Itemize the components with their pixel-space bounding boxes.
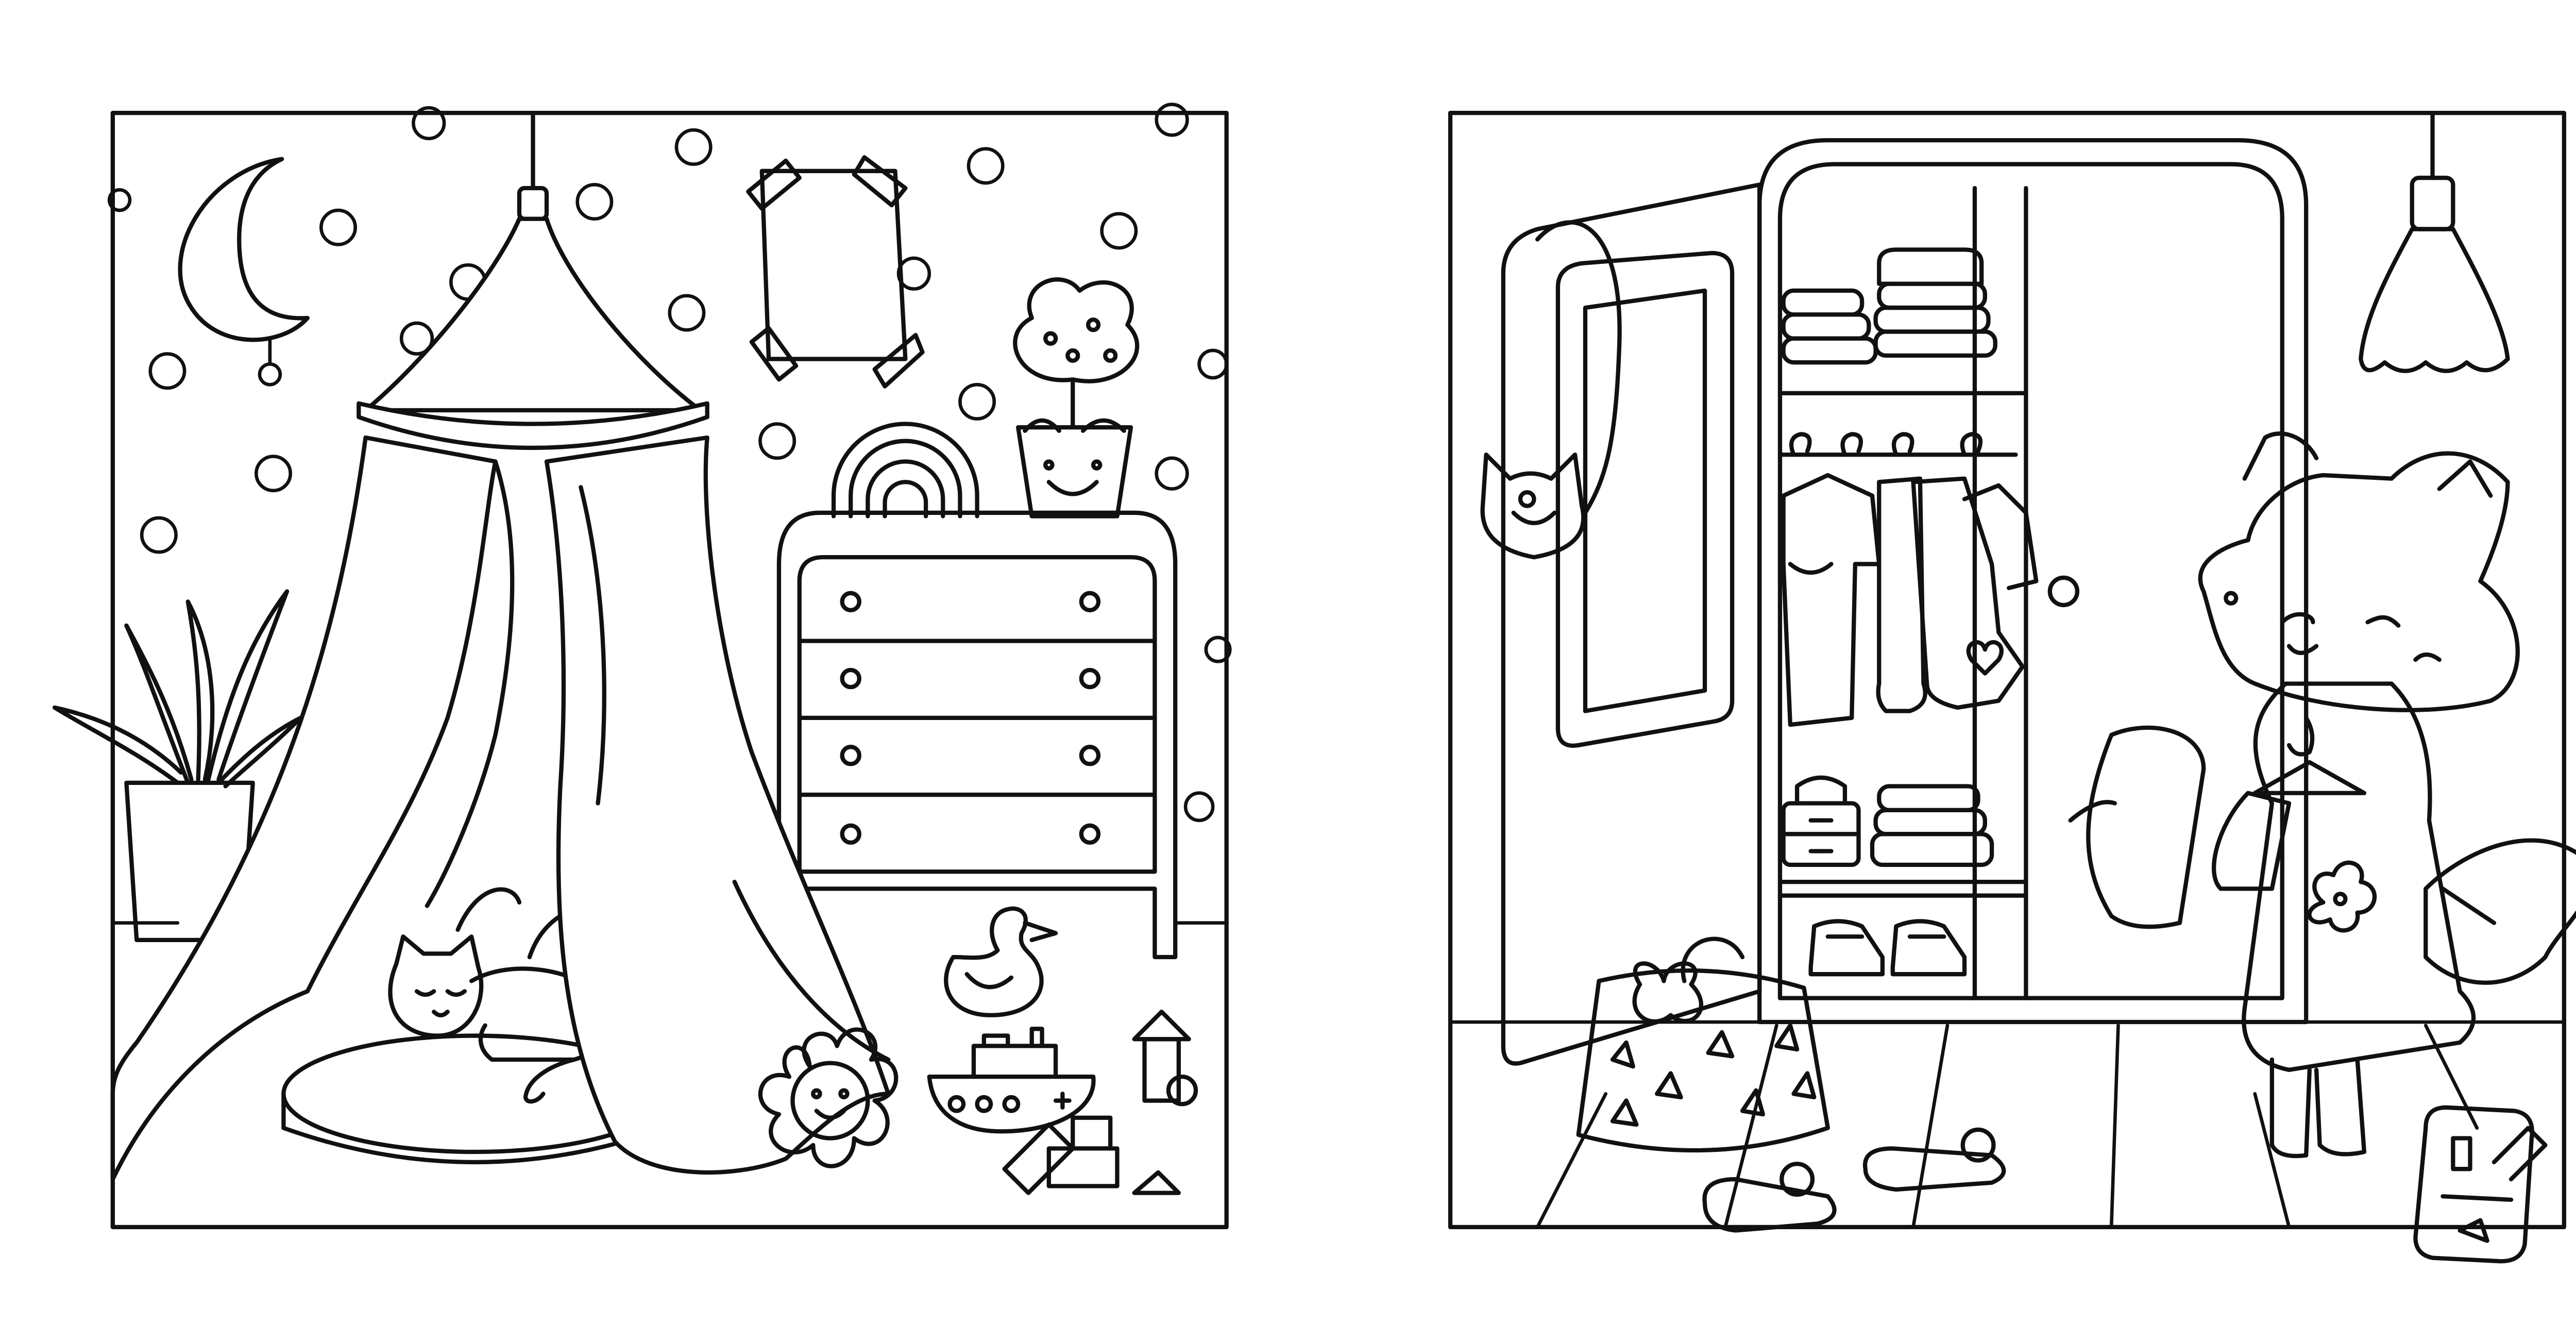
hanging-clothes (1781, 432, 2039, 727)
storage-box (1781, 775, 1861, 867)
laundry-basket (1576, 936, 1830, 1153)
open-wardrobe (1501, 138, 2309, 1066)
flower-toy (758, 1027, 899, 1168)
toy-boat (927, 1027, 1096, 1134)
shoes (1808, 919, 1967, 977)
left-page-frame (110, 110, 1229, 1230)
canopy-tent (110, 110, 891, 1182)
left-page-bedroom (52, 103, 1232, 1230)
rubber-duck (944, 906, 1058, 1017)
right-page-frame (1448, 110, 2566, 1230)
slippers (1702, 1127, 2006, 1233)
taped-picture-frame (746, 155, 925, 389)
moon-nightlight (178, 157, 310, 387)
smiling-flower-pot (1013, 277, 1140, 518)
chest-of-drawers (776, 510, 1178, 960)
folded-clothes (1781, 247, 1997, 867)
pendant-lamp (2359, 110, 2510, 373)
fox-character (2068, 431, 2576, 1159)
toy-blocks (1002, 1009, 1198, 1195)
hanging-cat-bag (1480, 453, 1586, 560)
right-page-wardrobe (1448, 110, 2576, 1264)
rainbow-toy (831, 422, 979, 518)
backpack (2413, 1105, 2548, 1264)
